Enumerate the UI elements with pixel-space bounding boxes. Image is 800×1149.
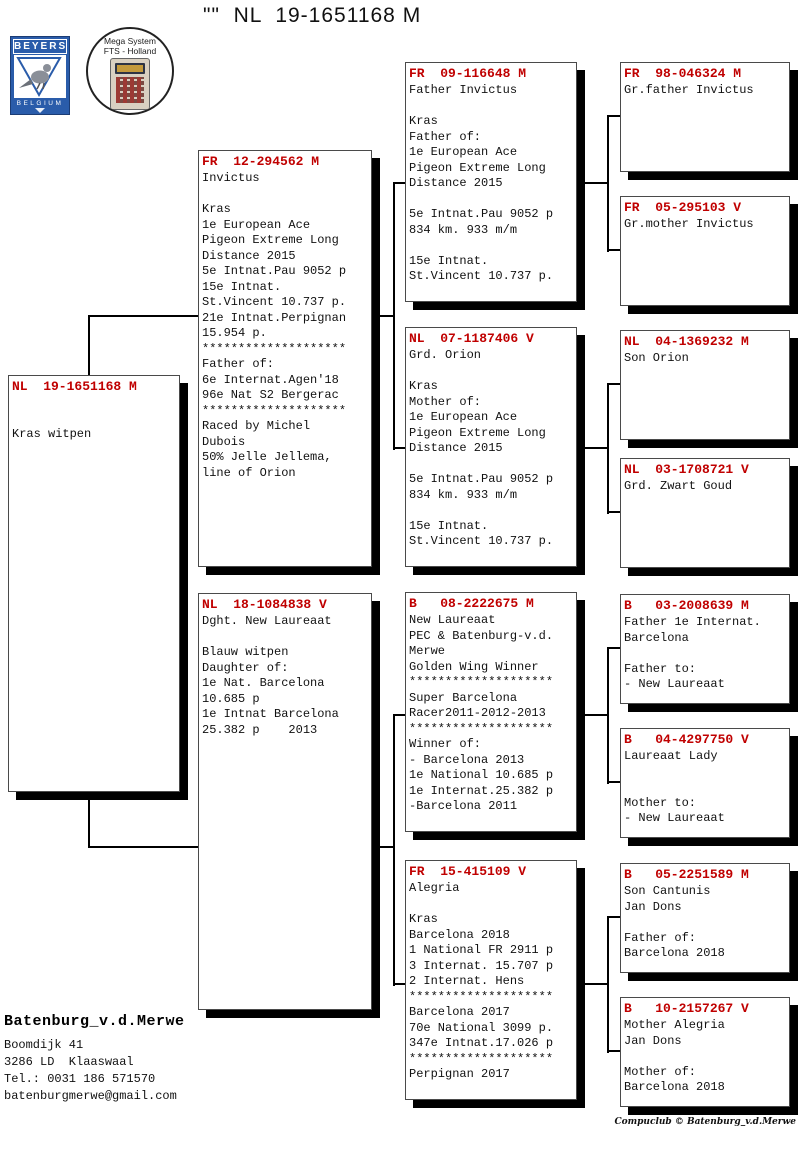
ring-number: FR 09-116648 M bbox=[409, 66, 527, 81]
ring-number: FR 12-294562 M bbox=[202, 154, 320, 169]
connector-line bbox=[88, 315, 198, 317]
connector-line bbox=[370, 846, 393, 848]
page-title: "" NL 19-1651168 M bbox=[203, 4, 422, 27]
pedigree-box-greatgrandparent: FR 98-046324 M Gr.father Invictus bbox=[620, 62, 790, 172]
ring-number: FR 98-046324 M bbox=[624, 66, 742, 81]
connector-line bbox=[607, 383, 609, 514]
connector-line bbox=[393, 182, 395, 450]
pigeon-details: Kras witpen bbox=[12, 427, 92, 441]
ring-number: B 08-2222675 M bbox=[409, 596, 534, 611]
ring-number: FR 05-295103 V bbox=[624, 200, 742, 215]
pedigree-box-grandparent: FR 09-116648 M Father Invictus Kras Fath… bbox=[405, 62, 577, 302]
pigeon-details: Invictus Kras 1e European Ace Pigeon Ext… bbox=[202, 171, 347, 480]
beyers-logo-country: BELGIUM bbox=[16, 100, 64, 107]
calculator-display bbox=[117, 65, 143, 72]
pigeon-details: Dght. New Laureaat Blauw witpen Daughter… bbox=[202, 614, 339, 737]
owner-address: Boomdijk 41 3286 LD Klaaswaal Tel.: 0031… bbox=[4, 1038, 177, 1103]
ring-number: NL 18-1084838 V bbox=[202, 597, 327, 612]
pigeon-details: Father 1e Internat. Barcelona Father to:… bbox=[624, 615, 761, 691]
connector-line bbox=[393, 714, 395, 986]
ring-number: NL 07-1187406 V bbox=[409, 331, 534, 346]
connector-line bbox=[575, 447, 607, 449]
connector-line bbox=[607, 115, 620, 117]
connector-line bbox=[607, 916, 620, 918]
pedigree-box-greatgrandparent: B 03-2008639 M Father 1e Internat. Barce… bbox=[620, 594, 790, 704]
connector-line bbox=[370, 315, 393, 317]
ring-number: B 05-2251589 M bbox=[624, 867, 749, 882]
mega-system-logo: Mega System FTS - Holland bbox=[86, 27, 174, 115]
pigeon-details: Gr.mother Invictus bbox=[624, 217, 754, 231]
pigeon-details: Son Cantunis Jan Dons Father of: Barcelo… bbox=[624, 884, 725, 960]
pedigree-box-mother: NL 18-1084838 V Dght. New Laureaat Blauw… bbox=[198, 593, 372, 1010]
ring-number: FR 15-415109 V bbox=[409, 864, 527, 879]
ring-number: NL 03-1708721 V bbox=[624, 462, 749, 477]
pigeon-details: Gr.father Invictus bbox=[624, 83, 754, 97]
connector-line bbox=[575, 714, 607, 716]
connector-line bbox=[607, 647, 620, 649]
pedigree-box-grandparent: NL 07-1187406 V Grd. Orion Kras Mother o… bbox=[405, 327, 577, 567]
pedigree-box-grandparent: FR 15-415109 V Alegria Kras Barcelona 20… bbox=[405, 860, 577, 1100]
connector-line bbox=[393, 447, 405, 449]
ring-number: NL 04-1369232 M bbox=[624, 334, 749, 349]
pedigree-box-greatgrandparent: B 04-4297750 V Laureaat Lady Mother to: … bbox=[620, 728, 790, 838]
mega-system-line2: FTS - Holland bbox=[103, 46, 157, 56]
pedigree-box-greatgrandparent: NL 04-1369232 M Son Orion bbox=[620, 330, 790, 440]
pedigree-box-father: FR 12-294562 M Invictus Kras 1e European… bbox=[198, 150, 372, 567]
owner-name: Batenburg_v.d.Merwe bbox=[4, 1013, 185, 1030]
ring-number: NL 19-1651168 M bbox=[12, 379, 137, 394]
pigeon-details: Alegria Kras Barcelona 2018 1 National F… bbox=[409, 881, 554, 1081]
connector-line bbox=[575, 983, 607, 985]
connector-line bbox=[607, 647, 609, 784]
mega-system-label: Mega System FTS - Holland bbox=[88, 36, 172, 56]
pigeon-details: Father Invictus Kras Father of: 1e Europ… bbox=[409, 83, 554, 283]
calculator-keys bbox=[116, 77, 144, 103]
connector-line bbox=[607, 916, 609, 1053]
pedigree-box-greatgrandparent: B 05-2251589 M Son Cantunis Jan Dons Fat… bbox=[620, 863, 790, 973]
connector-line bbox=[607, 249, 620, 251]
connector-line bbox=[393, 182, 405, 184]
calculator-icon bbox=[110, 58, 150, 110]
pedigree-box-grandparent: B 08-2222675 M New Laureaat PEC & Batenb… bbox=[405, 592, 577, 832]
connector-line bbox=[607, 511, 620, 513]
pigeon-details: Grd. Orion Kras Mother of: 1e European A… bbox=[409, 348, 554, 548]
pedigree-box-greatgrandparent: NL 03-1708721 V Grd. Zwart Goud bbox=[620, 458, 790, 568]
pigeon-details: Mother Alegria Jan Dons Mother of: Barce… bbox=[624, 1018, 725, 1094]
beyers-logo: BEYERS BELGIUM bbox=[10, 36, 70, 115]
pigeon-details: Son Orion bbox=[624, 351, 689, 365]
pedigree-box-greatgrandparent: FR 05-295103 V Gr.mother Invictus bbox=[620, 196, 790, 306]
connector-line bbox=[575, 182, 607, 184]
connector-line bbox=[607, 1050, 620, 1052]
connector-line bbox=[607, 781, 620, 783]
connector-line bbox=[607, 115, 609, 252]
calculator-screen bbox=[115, 63, 145, 74]
pedigree-box-greatgrandparent: B 10-2157267 V Mother Alegria Jan Dons M… bbox=[620, 997, 790, 1107]
pigeon-details: Grd. Zwart Goud bbox=[624, 479, 733, 493]
connector-line bbox=[393, 714, 405, 716]
software-credit: Compuclub © Batenburg_v.d.Merwe bbox=[614, 1117, 796, 1127]
ring-number: B 03-2008639 M bbox=[624, 598, 749, 613]
beyers-logo-notch bbox=[35, 108, 45, 113]
mega-system-line1: Mega System bbox=[104, 36, 156, 46]
connector-line bbox=[88, 846, 198, 848]
pedigree-box-subject: NL 19-1651168 M Kras witpen bbox=[8, 375, 180, 792]
beyers-logo-text: BEYERS bbox=[13, 39, 68, 54]
ring-number: B 04-4297750 V bbox=[624, 732, 749, 747]
pigeon-details: New Laureaat PEC & Batenburg-v.d. Merwe … bbox=[409, 613, 554, 813]
pigeon-details: Laureaat Lady Mother to: - New Laureaat bbox=[624, 749, 725, 825]
ring-number: B 10-2157267 V bbox=[624, 1001, 749, 1016]
connector-line bbox=[607, 383, 620, 385]
connector-line bbox=[393, 983, 405, 985]
beyers-pigeon-icon bbox=[14, 55, 66, 98]
